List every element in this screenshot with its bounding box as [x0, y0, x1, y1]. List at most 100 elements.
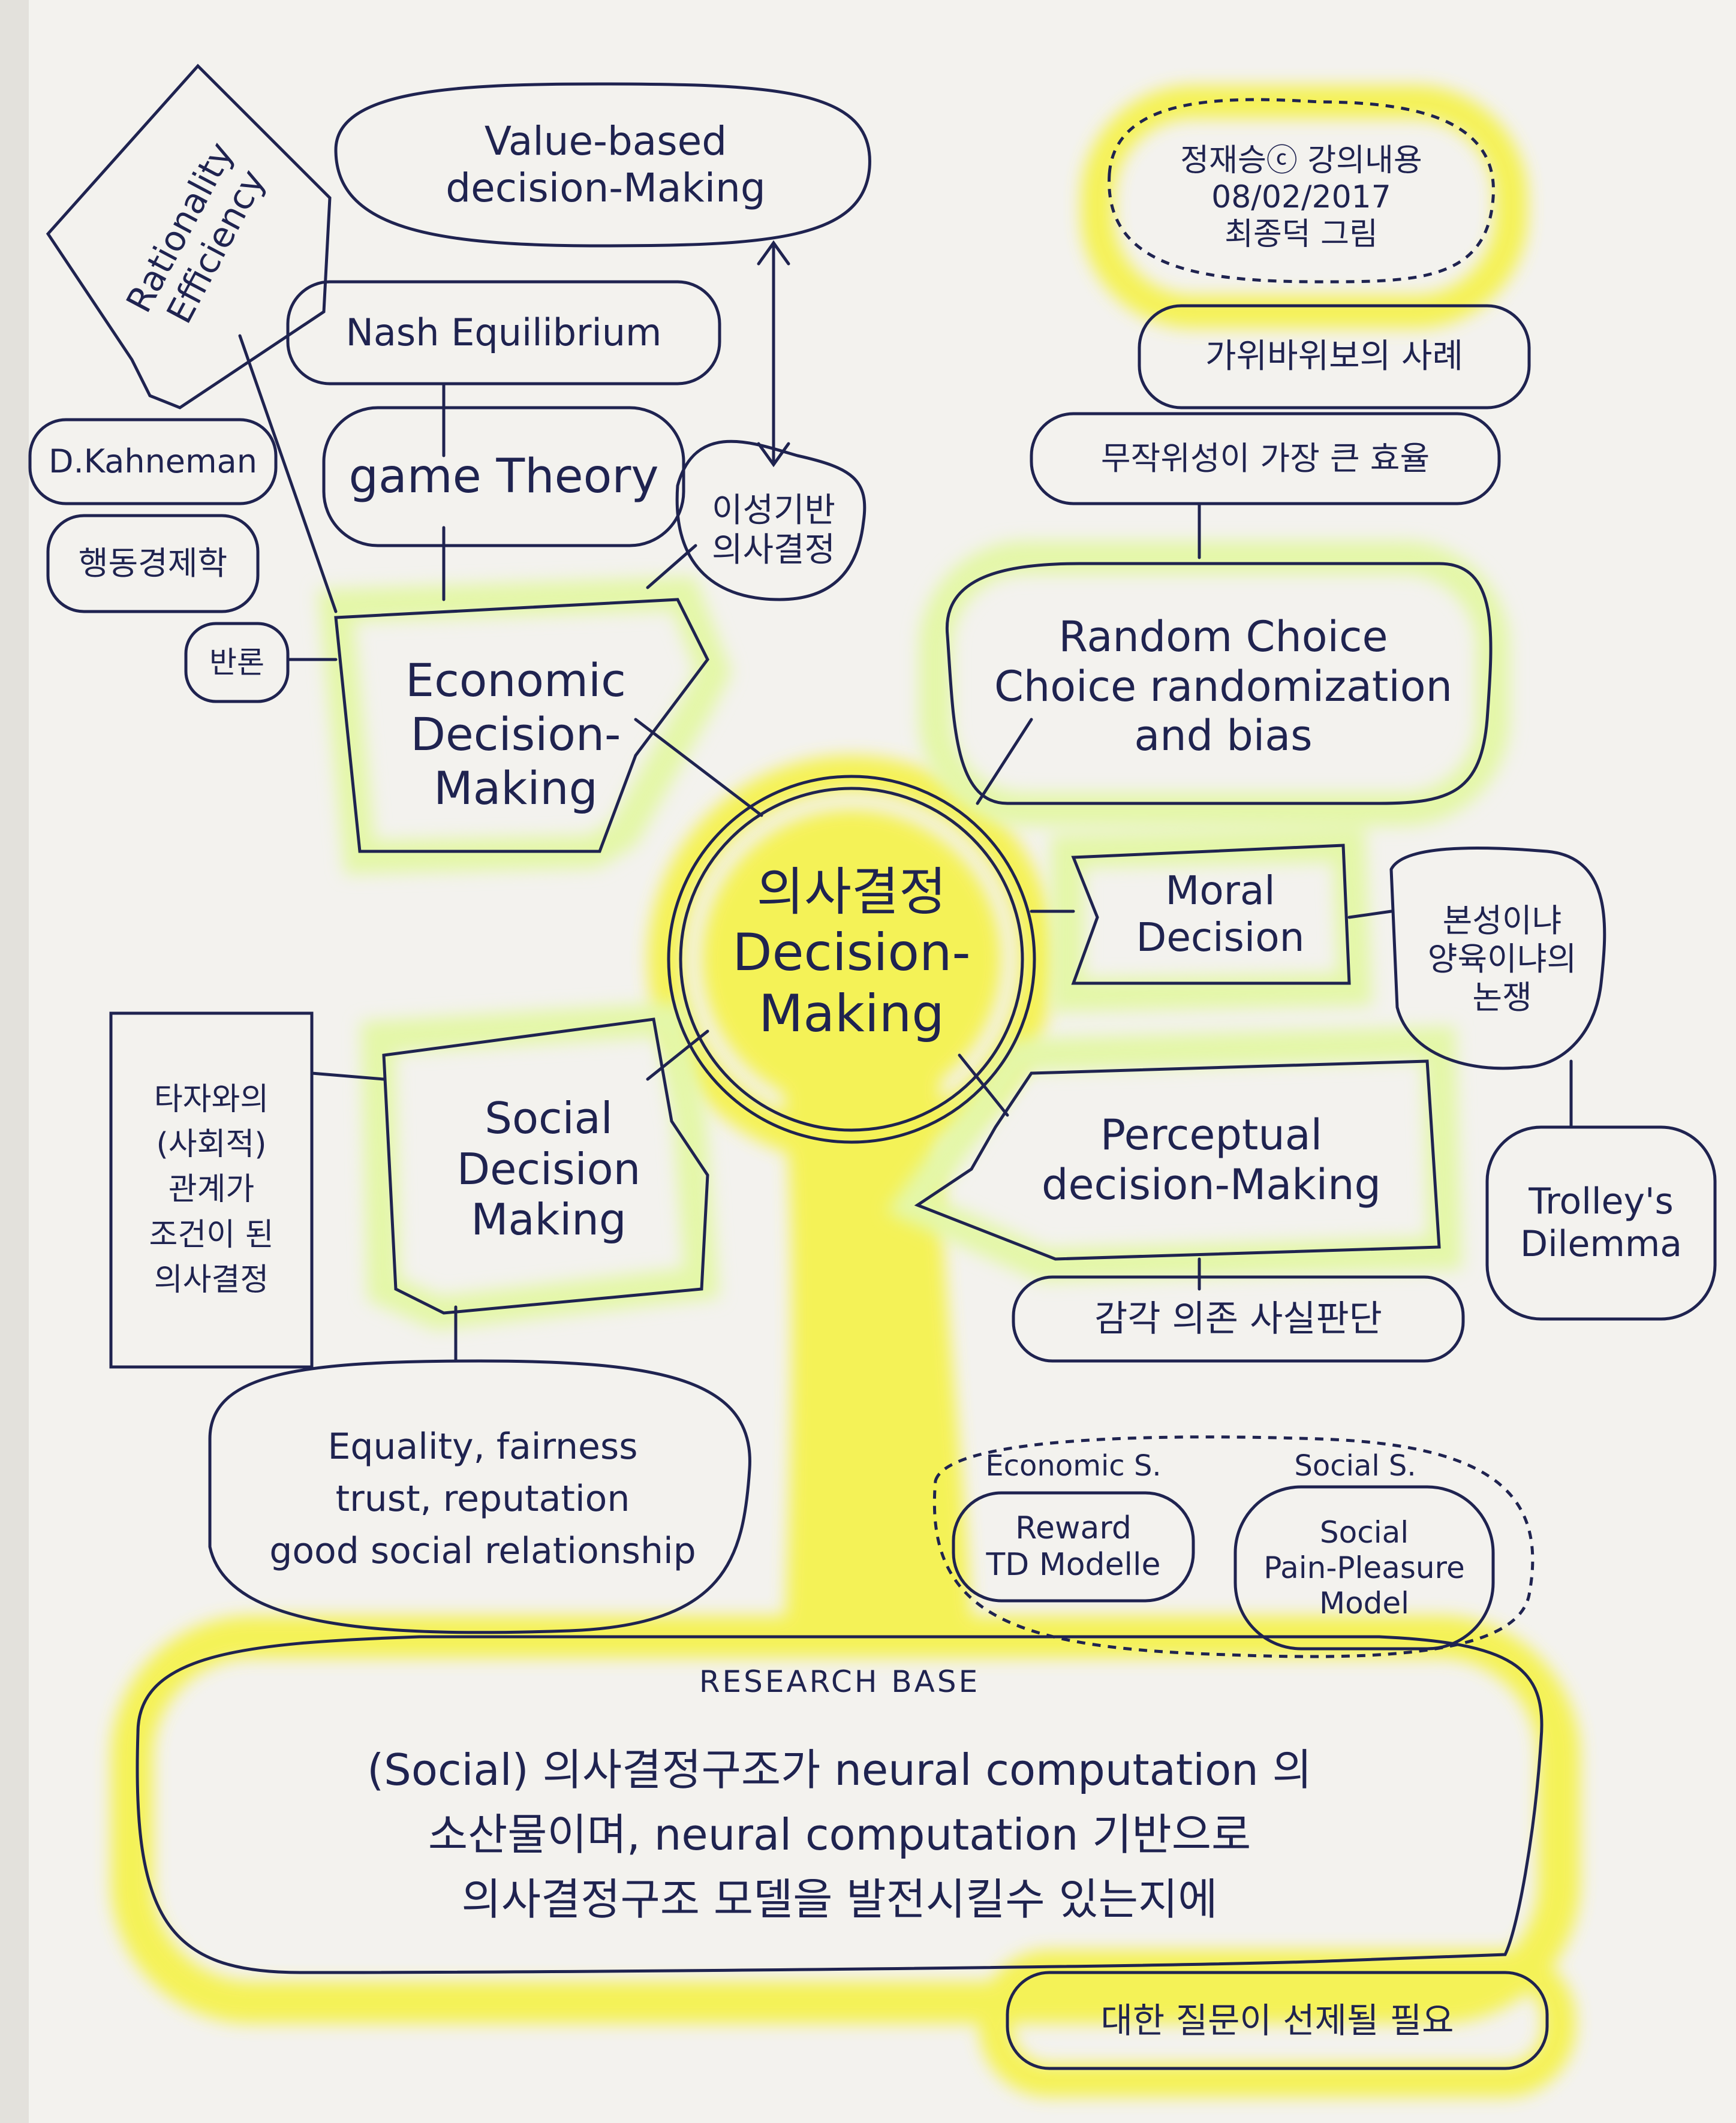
page-gutter [0, 0, 29, 2123]
research-line2: 소산물이며, neural computation 기반으로 [428, 1809, 1251, 1860]
center-outer-ring [667, 775, 1036, 1144]
social-model-node [1233, 1485, 1495, 1651]
random-node [945, 562, 1493, 805]
moral-debate-line [1347, 910, 1393, 919]
debate-line2: 양육이냐의 [1427, 940, 1577, 978]
max-efficiency-node [1030, 412, 1501, 505]
kahneman-text: D.Kahneman [49, 442, 257, 481]
credit-artist: 최종덕 그림 [1224, 216, 1378, 252]
random-line1: Random Choice [1058, 612, 1388, 662]
nash-text: Nash Equilibrium [345, 311, 662, 355]
others-line4: 조건이 된 [149, 1216, 274, 1253]
reason-based-text: 이성기반 의사결정 [684, 468, 864, 594]
center-circle-highlight [648, 755, 1055, 1163]
value-arrowhead-up [757, 240, 790, 266]
trolley-node [1485, 1125, 1717, 1321]
rebuttal-node [184, 622, 290, 703]
rationality-node [46, 64, 332, 409]
social-model-line2: Pain-Pleasure [1263, 1550, 1465, 1585]
center-social-line [646, 1029, 709, 1081]
others-text: 타자와의 (사회적) 관계가 조건이 된 의사결정 [114, 1019, 309, 1361]
random-highlight [919, 541, 1510, 826]
connectors [238, 240, 1573, 1363]
game-theory-node [322, 406, 685, 547]
rebuttal-text: 반론 [209, 645, 264, 680]
research-title: RESEARCH BASE [699, 1664, 980, 1699]
social-model-line3: Model [1319, 1585, 1410, 1621]
nash-node [286, 280, 721, 386]
debate-line3: 논쟁 [1472, 978, 1532, 1016]
center-node-text: 의사결정 Decision- Making [708, 821, 995, 1085]
example-node [1138, 304, 1531, 409]
perceptual-line2: decision-Making [1042, 1160, 1381, 1209]
debate-line1: 본성이냐 [1442, 902, 1562, 940]
social-model-line1: Social [1319, 1514, 1409, 1550]
game-theory-text: game Theory [348, 449, 659, 504]
perceptual-sub-text: 감각 의존 사실판단 [1094, 1297, 1382, 1340]
others-line3: 관계가 [168, 1172, 255, 1208]
moral-line2: Decision [1136, 914, 1305, 960]
question-node [1006, 1971, 1549, 2070]
example-text: 가위바위보의 사례 [1205, 336, 1463, 376]
research-node [136, 1635, 1544, 1974]
moral-highlight [1051, 828, 1373, 1013]
credit-highlight [1081, 85, 1528, 329]
random-node-text: Random Choice Choice randomization and b… [959, 576, 1487, 797]
research-line3: 의사결정구조 모델을 발전시킬수 있는지에 [461, 1874, 1218, 1925]
node-outlines [28, 64, 1717, 2070]
research-body: (Social) 의사결정구조가 neural computation 의 소산… [156, 1715, 1523, 1955]
social-model-text: Social Pain-Pleasure Model [1238, 1493, 1490, 1643]
reward-text: Reward TD Modelle [956, 1496, 1190, 1598]
question-highlight [979, 1950, 1576, 2097]
equality-node [208, 1359, 751, 1634]
yellow-highlights [111, 85, 1580, 2097]
equality-line3: good social relationship [269, 1529, 696, 1572]
equality-line1: Equality, fairness [327, 1425, 638, 1468]
perceptual-highlight [886, 1026, 1463, 1282]
debate-text: 본성이냐 양육이냐의 논쟁 [1400, 857, 1604, 1061]
trolley-text: Trolley's Dilemma [1490, 1133, 1712, 1313]
center-fill-highlight [702, 809, 1001, 1109]
perceptual-sub-node [1012, 1275, 1465, 1363]
center-economic-line [634, 718, 763, 817]
economic-line3: Making [434, 761, 598, 815]
economic-node [334, 598, 709, 853]
moral-node-text: Moral Decision [1097, 851, 1343, 977]
moral-line1: Moral [1165, 868, 1275, 914]
equality-line2: trust, reputation [335, 1477, 630, 1520]
economic-rationality-line [238, 334, 338, 613]
kahneman-node [28, 418, 278, 505]
others-node [109, 1011, 314, 1369]
center-line2: Decision- [732, 923, 971, 983]
credit-note: 정재승ⓒ 강의내용 08/02/2017 최종덕 그림 [1115, 120, 1487, 276]
reward-node [952, 1491, 1195, 1603]
random-line2: Choice randomization [994, 661, 1452, 711]
perceptual-node [914, 1059, 1441, 1261]
max-efficiency-text: 무작위성이 가장 큰 효율 [1100, 439, 1430, 478]
center-random-line [976, 718, 1033, 805]
reason-based-node [675, 439, 867, 601]
social-line3: Making [471, 1194, 627, 1245]
others-line5: 의사결정 [154, 1262, 269, 1299]
center-line3: Making [759, 983, 944, 1044]
behavioral-econ-node [46, 514, 260, 613]
reward-line1: Reward [1015, 1510, 1132, 1546]
debate-node [1389, 846, 1606, 1070]
moral-node [1071, 844, 1351, 985]
trolley-line2: Dilemma [1520, 1223, 1683, 1265]
reward-line2: TD Modelle [986, 1547, 1161, 1583]
economic-s-label: Economic S. [985, 1449, 1162, 1483]
trolley-line1: Trolley's [1529, 1181, 1674, 1223]
economic-line2: Decision- [410, 707, 621, 761]
perceptual-node-text: Perceptual decision-Making [983, 1073, 1439, 1247]
value-based-line1: Value-based [484, 118, 727, 165]
economic-line1: Economic [405, 654, 626, 707]
models-dashed-outline [932, 1435, 1535, 1658]
credit-author: 정재승ⓒ 강의내용 [1180, 142, 1422, 179]
question-text: 대한 질문이 선제될 필요 [1100, 1999, 1454, 2041]
others-line2: (사회적) [156, 1126, 267, 1163]
value-based-line2: decision-Making [446, 165, 766, 211]
social-line2: Decision [456, 1143, 641, 1194]
center-inner-ring [679, 787, 1024, 1132]
